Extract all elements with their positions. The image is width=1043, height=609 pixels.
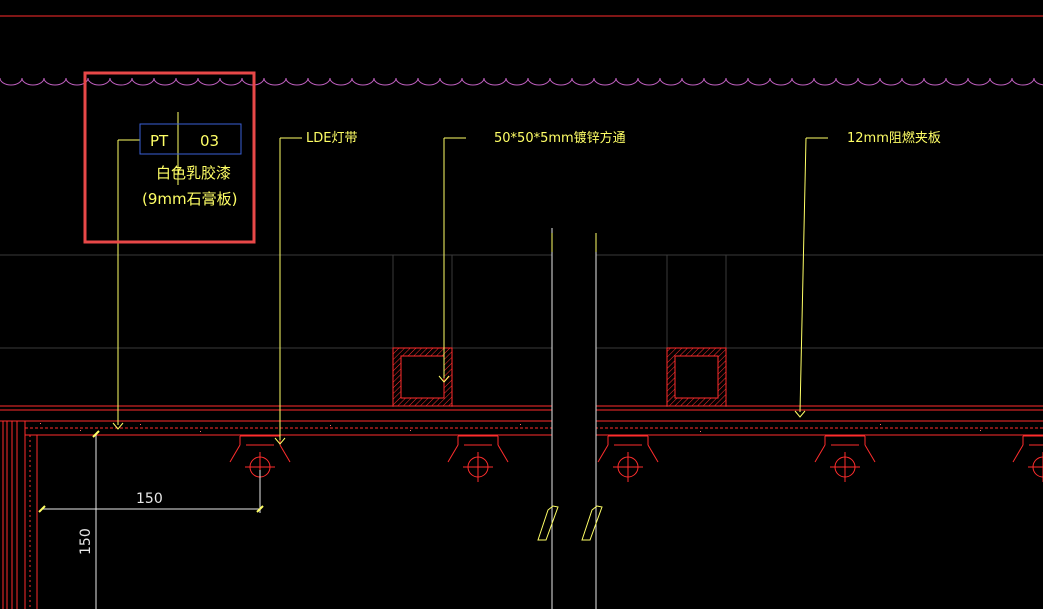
grid-lines: [0, 254, 1043, 407]
break-lines: [551, 228, 597, 609]
gypsum-board-hatch: [40, 423, 981, 432]
selection-highlight-box: [83, 71, 256, 244]
square-tube-left: [392, 347, 453, 407]
leader-finish: [112, 112, 179, 430]
label-board: (9mm石膏板): [142, 190, 237, 208]
dimension-lines: [42, 433, 261, 609]
ceiling-board-layers: [0, 405, 1043, 436]
light-fixture: [447, 435, 509, 482]
label-tube: 50*50*5mm镀锌方通: [494, 130, 626, 146]
revision-cloud: [0, 77, 1043, 86]
dimension-ticks: [38, 430, 264, 513]
material-tag-code: PT: [150, 132, 169, 150]
leader-tube: [438, 137, 466, 383]
dimension-horizontal: 150: [136, 491, 163, 507]
left-wall: [0, 420, 38, 609]
square-tube-right: [666, 347, 727, 407]
leader-led: [274, 137, 302, 445]
break-symbol: [537, 233, 603, 541]
leader-panel: [794, 137, 828, 418]
label-led: LDE灯带: [306, 131, 357, 146]
light-fixture: [597, 435, 659, 482]
light-fixture: [1012, 435, 1043, 482]
material-tag-number: 03: [200, 132, 219, 150]
light-fixtures: [229, 435, 1043, 482]
label-finish: 白色乳胶漆: [156, 164, 231, 182]
dimension-vertical: 150: [78, 528, 94, 555]
light-fixture: [814, 435, 876, 482]
material-tag-box[interactable]: [139, 123, 242, 155]
label-panel: 12mm阻燃夹板: [847, 130, 941, 146]
break-gap: [552, 228, 596, 609]
